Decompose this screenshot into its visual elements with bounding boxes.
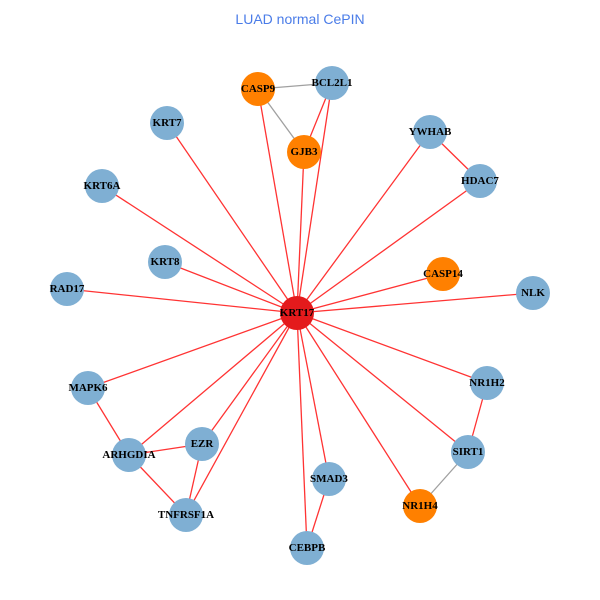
node-circle	[287, 135, 321, 169]
edge-krt17-bcl2l1	[296, 82, 333, 314]
node-label: KRT6A	[84, 180, 121, 192]
node-circle	[516, 276, 550, 310]
node-tnfrsf1a[interactable]: TNFRSF1A	[158, 498, 214, 532]
edge-krt17-krt7	[166, 122, 298, 314]
edge-krt17-sirt1	[296, 312, 469, 453]
edge-krt17-casp14	[296, 273, 444, 314]
node-label: SIRT1	[453, 446, 484, 458]
node-label: HDAC7	[461, 175, 499, 187]
node-casp14[interactable]: CASP14	[423, 257, 463, 291]
node-circle	[185, 427, 219, 461]
node-circle	[85, 169, 119, 203]
edge-krt17-krt6a	[101, 185, 298, 314]
edge-krt17-ezr	[201, 312, 298, 445]
node-bcl2l1[interactable]: BCL2L1	[312, 66, 353, 100]
node-label: CASP9	[241, 83, 276, 95]
edge-krt17-hdac7	[296, 180, 481, 314]
node-label: RAD17	[50, 283, 85, 295]
node-krt17[interactable]: KRT17	[280, 296, 315, 330]
edge-krt17-tnfrsf1a	[185, 312, 298, 516]
node-circle	[470, 366, 504, 400]
node-nr1h4[interactable]: NR1H4	[402, 489, 438, 523]
node-label: TNFRSF1A	[158, 509, 214, 521]
node-circle	[169, 498, 203, 532]
node-label: KRT17	[280, 307, 315, 319]
node-circle	[403, 489, 437, 523]
node-smad3[interactable]: SMAD3	[310, 462, 348, 496]
edge-krt17-mapk6	[87, 312, 298, 389]
node-circle	[241, 72, 275, 106]
edge-krt17-cebpb	[296, 312, 308, 549]
diagram-title: LUAD normal CePIN	[235, 11, 365, 27]
node-label: NR1H2	[469, 377, 505, 389]
node-krt7[interactable]: KRT7	[150, 106, 184, 140]
node-circle	[315, 66, 349, 100]
edge-krt17-rad17	[66, 288, 298, 314]
edge-krt17-krt8	[164, 261, 298, 314]
node-ezr[interactable]: EZR	[185, 427, 219, 461]
node-circle	[463, 164, 497, 198]
edge-krt17-smad3	[296, 312, 330, 480]
node-casp9[interactable]: CASP9	[241, 72, 276, 106]
node-circle	[426, 257, 460, 291]
node-label: CEBPB	[289, 542, 326, 554]
node-circle	[112, 438, 146, 472]
node-hdac7[interactable]: HDAC7	[461, 164, 499, 198]
node-label: MAPK6	[68, 382, 108, 394]
node-arhgdia[interactable]: ARHGDIA	[102, 438, 156, 472]
node-label: ARHGDIA	[102, 449, 155, 461]
node-circle	[50, 272, 84, 306]
node-krt6a[interactable]: KRT6A	[84, 169, 121, 203]
edge-krt17-casp9	[257, 88, 298, 314]
node-mapk6[interactable]: MAPK6	[68, 371, 108, 405]
node-nlk[interactable]: NLK	[516, 276, 550, 310]
edge-krt17-nr1h2	[296, 312, 488, 384]
edge-krt17-nr1h4	[296, 312, 421, 507]
node-circle	[312, 462, 346, 496]
node-circle	[150, 106, 184, 140]
node-ywhab[interactable]: YWHAB	[409, 115, 452, 149]
node-circle	[290, 531, 324, 565]
node-label: KRT7	[153, 117, 182, 129]
node-cebpb[interactable]: CEBPB	[289, 531, 326, 565]
edge-krt17-gjb3	[296, 151, 305, 314]
node-circle	[148, 245, 182, 279]
node-label: NR1H4	[402, 500, 438, 512]
node-nr1h2[interactable]: NR1H2	[469, 366, 505, 400]
node-gjb3[interactable]: GJB3	[287, 135, 321, 169]
node-circle	[71, 371, 105, 405]
node-label: CASP14	[423, 268, 463, 280]
node-krt8[interactable]: KRT8	[148, 245, 182, 279]
node-label: NLK	[521, 287, 545, 299]
edge-krt17-ywhab	[296, 131, 431, 314]
node-label: KRT8	[151, 256, 180, 268]
node-circle	[280, 296, 314, 330]
node-label: BCL2L1	[312, 77, 353, 89]
node-label: SMAD3	[310, 473, 348, 485]
node-label: YWHAB	[409, 126, 452, 138]
node-label: EZR	[191, 438, 215, 450]
edge-krt17-nlk	[296, 292, 534, 314]
node-label: GJB3	[291, 146, 318, 158]
edge-krt17-arhgdia	[128, 312, 298, 456]
node-circle	[451, 435, 485, 469]
node-circle	[413, 115, 447, 149]
node-sirt1[interactable]: SIRT1	[451, 435, 485, 469]
node-rad17[interactable]: RAD17	[50, 272, 85, 306]
